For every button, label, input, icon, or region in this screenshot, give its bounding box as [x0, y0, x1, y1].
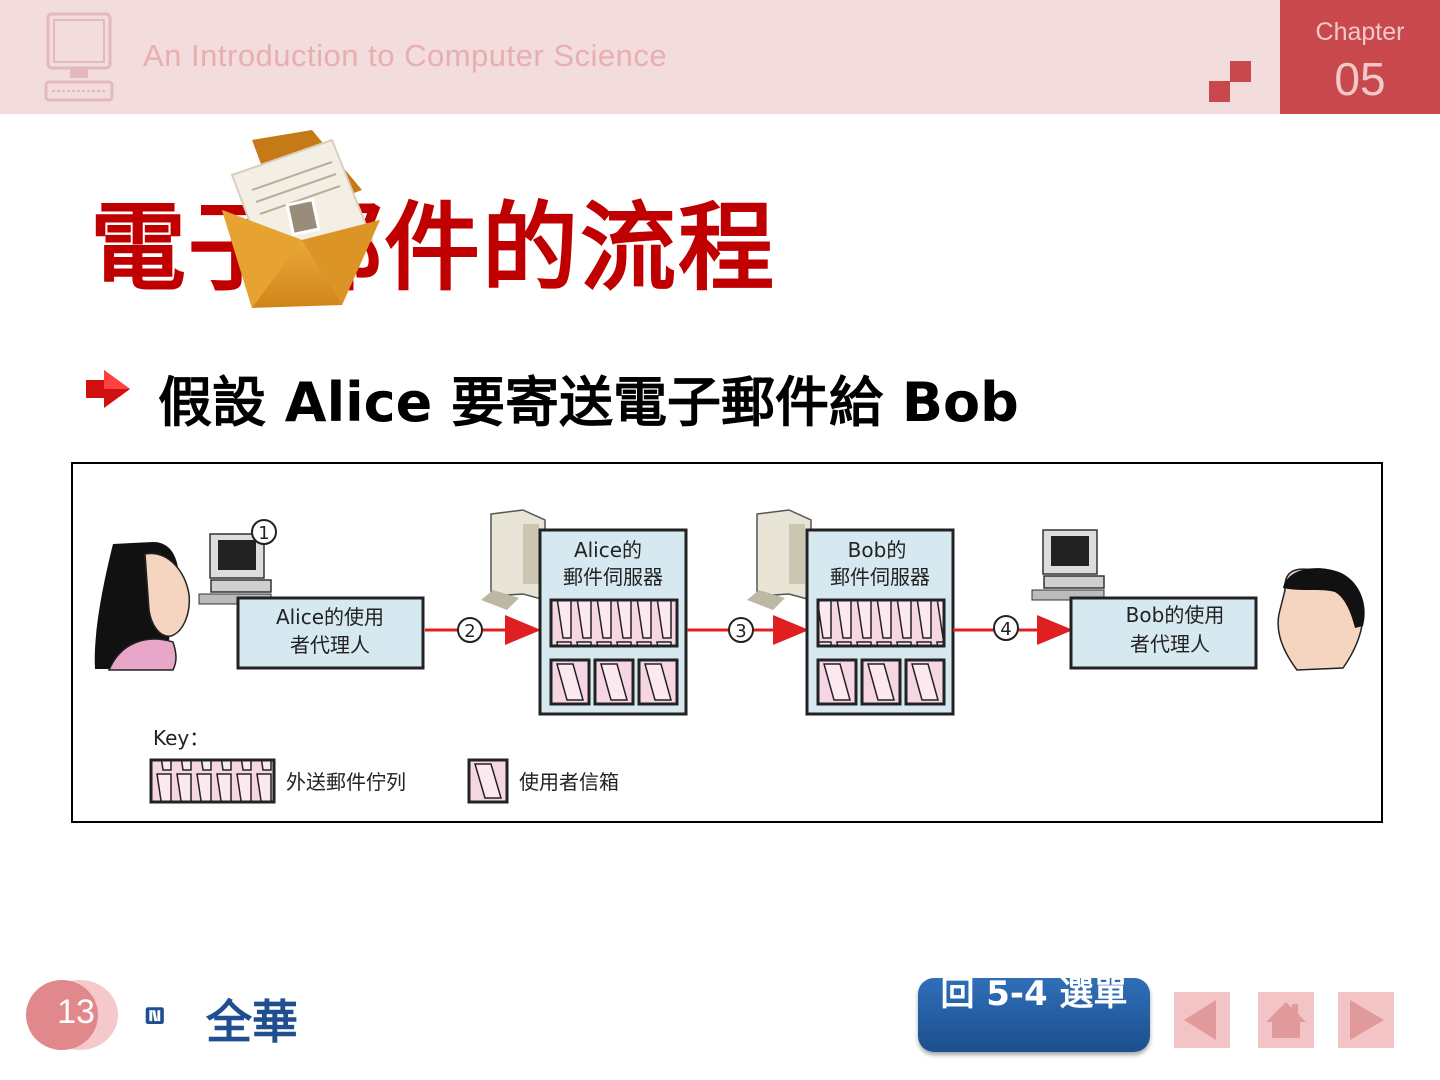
alice-server-label-line2: 郵件伺服器: [563, 565, 663, 589]
alice-user-agent-box: Alice的使用 者代理人: [236, 596, 425, 670]
home-button[interactable]: [1258, 992, 1314, 1048]
svg-text:1: 1: [258, 523, 269, 544]
alice-computer-icon: [198, 533, 272, 605]
decor-square: [1230, 61, 1251, 82]
home-icon: [1266, 1002, 1306, 1038]
alice-mail-server-box: Alice的 郵件伺服器: [538, 528, 688, 716]
svg-text:3: 3: [735, 621, 746, 642]
bob-server-label-line2: 郵件伺服器: [830, 565, 930, 589]
diagram-canvas: 1 Alice的使用 者代理人 2 Alice的 郵件伺服器: [94, 509, 1365, 804]
chapter-label: Chapter: [1315, 18, 1405, 46]
alice-person-icon: [94, 542, 191, 671]
bob-server-tower-icon: [747, 509, 812, 610]
publisher-name: 全華: [206, 995, 298, 1049]
alice-agent-label-line1: Alice的使用: [276, 605, 384, 629]
alice-server-label-line1: Alice的: [574, 538, 642, 562]
chapter-badge: Chapter 05: [1280, 0, 1440, 114]
monitor-icon: [44, 12, 114, 102]
bullet-text: 假設 Alice 要寄送電子郵件給 Bob: [158, 371, 1019, 434]
alice-outgoing-queue: [549, 598, 679, 648]
svg-text:2: 2: [464, 621, 475, 642]
decor-square: [1209, 81, 1230, 102]
step-3-marker: 3: [728, 617, 754, 643]
course-title: An Introduction to Computer Science: [143, 38, 668, 73]
key-queue-swatch: [149, 758, 276, 804]
prev-slide-button[interactable]: [1174, 992, 1230, 1048]
back-to-menu-button[interactable]: 回 5-4 選單: [918, 978, 1150, 1052]
bob-user-agent-box: Bob的使用 者代理人: [1069, 596, 1258, 670]
bob-agent-label-line1: Bob的使用: [1126, 603, 1225, 627]
next-slide-button[interactable]: [1338, 992, 1394, 1048]
bob-server-label-line1: Bob的: [848, 538, 907, 562]
chapter-number: 05: [1334, 53, 1386, 105]
publisher-logo-icon: [145, 1007, 164, 1024]
step-1-marker: 1: [251, 519, 277, 545]
alice-agent-label-line2: 者代理人: [290, 633, 370, 657]
slide-title: 電子郵件的流程: [90, 192, 776, 304]
bob-mail-server-box: Bob的 郵件伺服器: [805, 528, 955, 716]
bob-computer-icon: [1031, 529, 1105, 601]
key-outgoing-queue-label: 外送郵件佇列: [286, 770, 406, 794]
email-flow-diagram: 1 Alice的使用 者代理人 2 Alice的 郵件伺服器: [71, 462, 1383, 823]
bob-agent-label-line2: 者代理人: [1130, 632, 1210, 656]
alice-server-tower-icon: [481, 509, 546, 610]
header-bar: An Introduction to Computer Science Chap…: [0, 0, 1440, 114]
step-2-marker: 2: [457, 617, 483, 643]
back-to-menu-label: 回 5-4 選單: [940, 978, 1128, 1014]
next-icon: [1350, 1000, 1384, 1040]
bullet-arrow-icon: [86, 370, 130, 408]
bob-person-icon: [1277, 568, 1365, 671]
page-number: 13: [57, 993, 95, 1031]
envelope-icon: [222, 130, 380, 308]
bob-outgoing-queue: [816, 598, 946, 648]
prev-icon: [1184, 1000, 1216, 1040]
key-title: Key：: [153, 726, 209, 750]
svg-text:4: 4: [1000, 619, 1011, 640]
step-4-marker: 4: [993, 615, 1019, 641]
page-number-badge: [26, 980, 98, 1050]
key-mailbox-label: 使用者信箱: [519, 770, 619, 794]
